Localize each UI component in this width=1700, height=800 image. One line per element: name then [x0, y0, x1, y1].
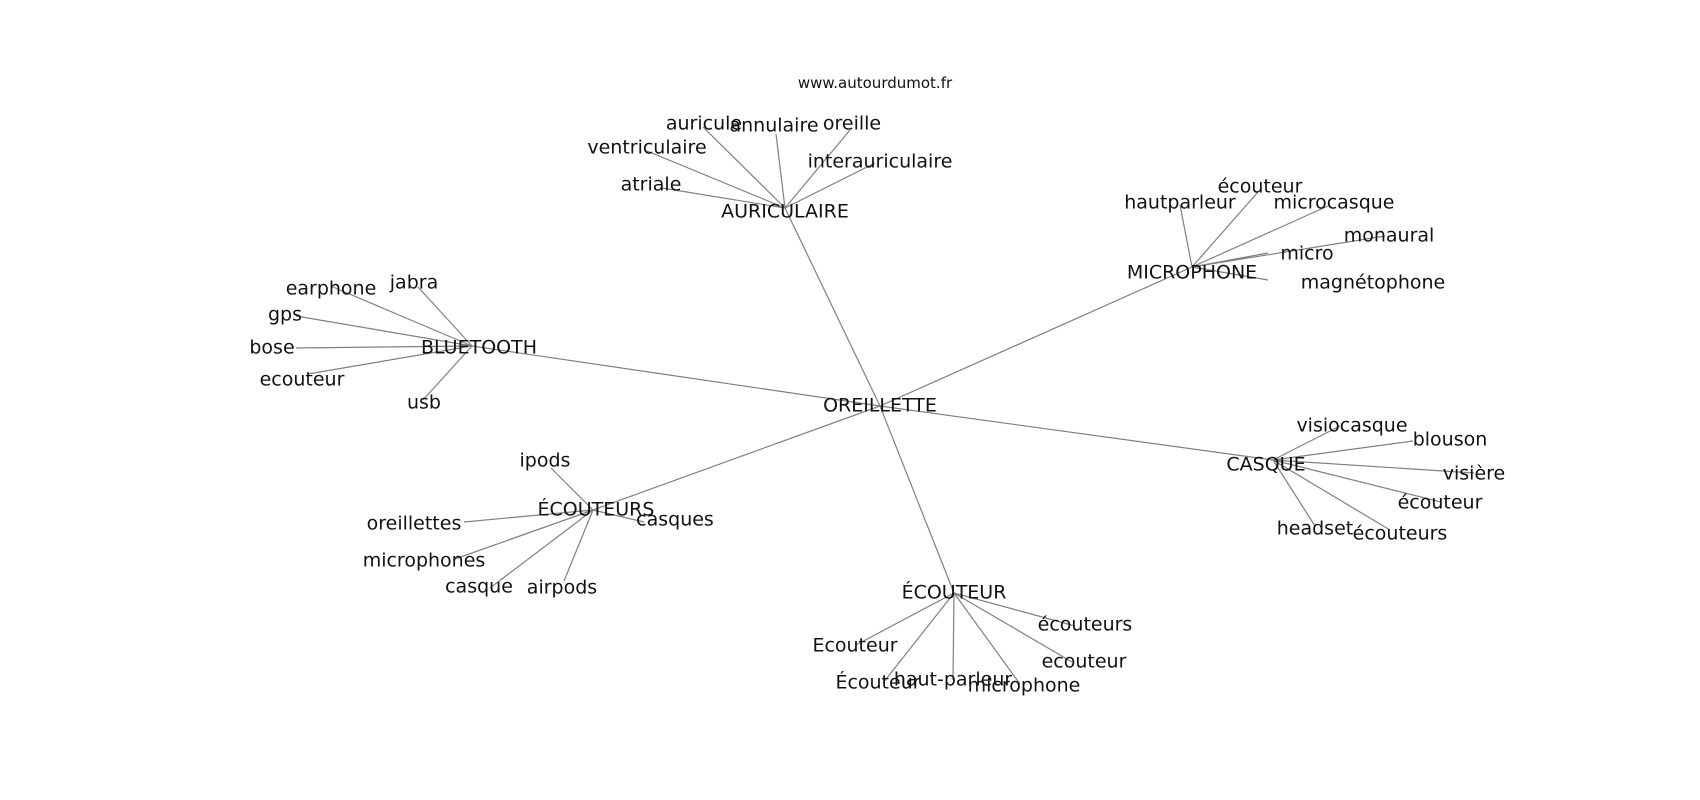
word-node-label: jabra [389, 272, 438, 294]
word-node-label: microphones [363, 550, 486, 572]
edge-hub-to-word [1272, 459, 1442, 503]
edge-hub-to-word [463, 509, 594, 523]
edge-hub-to-word [1272, 459, 1316, 527]
edge-hub-to-word [307, 345, 473, 375]
word-node-label: ventriculaire [587, 137, 706, 159]
source-url: www.autourdumot.fr [798, 74, 953, 92]
word-node-label: Ecouteur [812, 635, 897, 657]
word-node-label: blouson [1413, 429, 1488, 451]
word-node-label: microcasque [1273, 192, 1394, 214]
edge-hub-to-word [1191, 235, 1386, 268]
hub-node-label: ÉCOUTEUR [902, 581, 1007, 604]
word-node-label: microphone [968, 675, 1081, 697]
word-node-label: oreille [823, 113, 881, 135]
edge-hub-to-word [702, 126, 786, 209]
edge-hub-to-word [422, 345, 473, 401]
edge-hub-to-word [1272, 425, 1341, 461]
hub-node-label: BLUETOOTH [421, 337, 537, 359]
edge-hub-to-word [1179, 204, 1193, 268]
edge-hub-to-word [295, 345, 473, 349]
edge-hub-to-word [592, 509, 645, 523]
edge-center-to-hub [879, 405, 1274, 461]
word-node-label: monaural [1344, 225, 1435, 247]
word-node-label: gps [268, 304, 302, 326]
edge-hub-to-word [454, 509, 594, 560]
word-node-label: annulaire [729, 115, 818, 137]
edge-hub-to-word [563, 509, 594, 582]
edge-hub-to-word [953, 592, 1076, 627]
word-node-label: magnétophone [1301, 272, 1445, 294]
edge-hub-to-word [550, 467, 594, 511]
edge-hub-to-word [417, 286, 473, 347]
edge-hub-to-word [646, 150, 786, 209]
word-node-label: visiocasque [1296, 415, 1407, 437]
word-node-label: atriale [621, 174, 682, 196]
edge-hub-to-word [784, 129, 851, 209]
edge-hub-to-word [952, 592, 955, 681]
edge-hub-to-word [855, 592, 955, 646]
edge-hub-to-word [661, 187, 786, 209]
edge-center-to-hub [879, 266, 1193, 407]
word-node-label: bose [249, 337, 294, 359]
edges [295, 126, 1475, 685]
word-node-label: micro [1280, 243, 1333, 265]
edge-hub-to-word [784, 162, 876, 209]
edge-hub-to-word [1272, 440, 1414, 461]
edge-hub-to-word [953, 592, 1073, 663]
word-node-label: hautparleur [1124, 192, 1236, 214]
edge-hub-to-word [1272, 459, 1475, 474]
hub-node-label: AURICULAIRE [721, 201, 849, 223]
edge-hub-to-word [1272, 459, 1391, 531]
word-node-label: usb [407, 392, 441, 414]
edge-center-to-hub [879, 405, 955, 594]
edge-hub-to-word [1191, 266, 1269, 281]
word-node-label: casques [636, 509, 714, 531]
edge-hub-to-word [882, 592, 955, 684]
edge-hub-to-word [332, 286, 473, 347]
word-node-label: écouteurs [1353, 523, 1448, 545]
word-node-label: ecouteur [1042, 651, 1127, 673]
word-node-label: ipods [520, 450, 571, 472]
word-node-label: écouteurs [1038, 614, 1133, 636]
edge-center-to-hub [592, 405, 881, 511]
word-node-label: airpods [527, 577, 597, 599]
word-node-label: haut-parleur [894, 669, 1013, 691]
hub-node-label: ÉCOUTEURS [538, 498, 655, 521]
word-node-label: écouteur [1218, 176, 1303, 198]
word-node-label: headset [1277, 518, 1353, 540]
word-node-label: écouteur [1398, 492, 1483, 514]
edge-hub-to-word [1191, 205, 1329, 268]
edge-hub-to-word [489, 509, 594, 589]
word-node-label: ecouteur [260, 369, 345, 391]
edge-center-to-hub [471, 345, 881, 407]
edge-center-to-hub [784, 207, 881, 407]
word-node-label: interauriculaire [808, 151, 953, 173]
word-node-label: auricule [666, 113, 742, 135]
edge-hub-to-word [1191, 252, 1269, 268]
edge-hub-to-word [953, 592, 1021, 685]
word-node-label: earphone [286, 278, 377, 300]
edge-hub-to-word [1191, 191, 1259, 268]
edge-hub-to-word [295, 315, 473, 347]
word-node-label: Écouteur [835, 671, 920, 694]
word-node-label: oreillettes [367, 513, 462, 535]
word-node-label: visière [1443, 463, 1505, 485]
word-node-label: casque [445, 576, 513, 598]
center-node-label: OREILLETTE [823, 395, 937, 417]
hub-node-label: MICROPHONE [1127, 262, 1257, 284]
hub-node-label: CASQUE [1226, 454, 1305, 476]
edge-hub-to-word [775, 133, 786, 209]
